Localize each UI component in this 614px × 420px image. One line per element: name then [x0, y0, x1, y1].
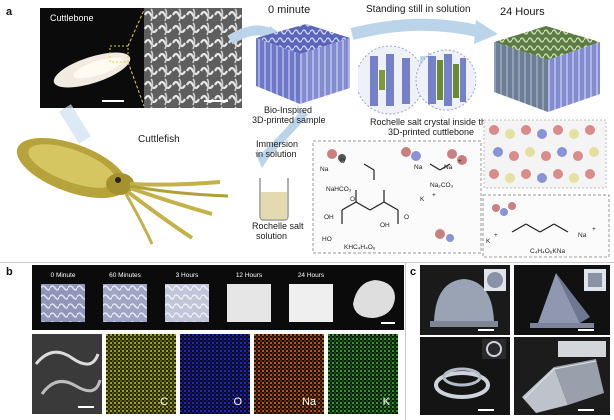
eds-c-texture [106, 334, 176, 414]
eds-map-k: K [328, 334, 398, 414]
time-start-label: 0 minute [268, 4, 311, 16]
reaction-box [312, 140, 482, 254]
chem-o-1: O [340, 158, 346, 165]
panel-a-letter: a [6, 6, 13, 18]
ct-shape [353, 280, 395, 324]
chem-na-2: Na [414, 164, 423, 171]
crystal-lattice [483, 119, 607, 189]
sem-pattern [144, 8, 242, 108]
chem-k-1: K [420, 196, 425, 203]
coil-structure-photo [420, 337, 510, 415]
time-60-minutes: 60 Minutes [97, 268, 153, 328]
immersion-label-2: in solution [256, 149, 297, 159]
pyramid-structure-photo [514, 265, 610, 335]
sample-0-texture [41, 284, 85, 322]
time-label-1: 60 Minutes [109, 272, 141, 279]
crystal-label-2: 3D-printed cuttlebone [388, 127, 475, 137]
chem-plus-1: + [458, 158, 462, 165]
time-label-4: 24 Hours [297, 272, 325, 279]
standing-still-label: Standing still in solution [366, 4, 471, 15]
chem-o-2: O [350, 196, 356, 203]
cuttlefish-label: Cuttlefish [138, 134, 180, 145]
separator-vertical [405, 262, 406, 420]
chem-ho-1: HO [322, 236, 332, 243]
crystal-filled-block [494, 26, 600, 112]
cuttlebone-shape [53, 45, 131, 102]
coil-shape [434, 339, 506, 411]
panel-b-letter: b [6, 266, 13, 278]
eds-map-o: O [180, 334, 250, 414]
time-end-label: 24 Hours [500, 6, 545, 18]
ct-reconstruction [345, 268, 401, 328]
sample-1-texture [103, 284, 147, 322]
time-3-hours: 3 Hours [159, 268, 215, 328]
chem-khc4h4o6: KHC₄H₄O₆ [344, 244, 376, 251]
chem-plus-4: + [592, 226, 596, 233]
time-label-3: 12 Hours [235, 272, 263, 279]
cuttlebone-sem-image [144, 8, 242, 108]
sheet-shape [522, 341, 606, 413]
immersion-label-1: Immersion [256, 139, 299, 149]
eds-o-texture [180, 334, 250, 414]
time-12-hours: 12 Hours [221, 268, 277, 328]
pyramid-shape [530, 269, 606, 331]
eds-label-o: O [233, 396, 242, 408]
solution-label-2: solution [256, 231, 288, 241]
chem-k-2: K [486, 238, 491, 245]
printed-sample-block [256, 24, 350, 104]
time-24-hours: 24 Hours [283, 268, 339, 328]
chem-na2co3: Na₂CO₃ [430, 182, 454, 189]
eds-map-na: Na [254, 334, 324, 414]
crystal-label-1: Rochelle salt crystal inside the [370, 117, 492, 127]
dome-shape [430, 269, 506, 331]
sample-4-texture [289, 284, 333, 322]
chem-oh-1: OH [324, 214, 334, 221]
sem-image-b [32, 334, 102, 414]
chem-plus-2: + [432, 192, 436, 199]
sample-label-2: 3D-printed sample [252, 115, 326, 125]
sample-label-1: Bio-Inspired [264, 105, 313, 115]
eds-label-na: Na [301, 396, 316, 408]
crystal-growth-zoom [358, 45, 476, 115]
chem-na-4: Na [578, 232, 587, 239]
eds-map-c: C [106, 334, 176, 414]
time-label-0: 0 Minute [50, 272, 76, 279]
chem-nahco3: NaHCO₃ [326, 186, 352, 193]
panel-c-letter: c [410, 266, 417, 278]
separator-horizontal [0, 262, 614, 263]
chem-na-1: Na [320, 166, 329, 173]
sample-3-texture [227, 284, 271, 322]
time-series-strip [32, 265, 404, 330]
chem-plus-3: + [494, 232, 498, 239]
solution-label-1: Rochelle salt [252, 221, 304, 231]
sem-b-texture [34, 350, 102, 408]
chem-oh-2: OH [380, 222, 390, 229]
chem-o-3: O [404, 214, 410, 221]
product-box [482, 194, 610, 258]
time-0-minute: 0 Minute [35, 268, 91, 328]
beaker-illustration [259, 178, 289, 221]
sample-2-texture [165, 284, 209, 322]
eds-na-texture [254, 334, 324, 414]
time-label-2: 3 Hours [175, 272, 199, 279]
folded-sheet-photo [514, 337, 610, 415]
dome-structure-photo [420, 265, 510, 335]
cuttlebone-photo: Cuttlebone [40, 8, 144, 108]
cuttlefish-illustration [16, 137, 229, 245]
eds-label-k: K [382, 396, 390, 408]
eds-label-c: C [160, 396, 168, 408]
cuttlebone-label: Cuttlebone [50, 13, 94, 23]
chem-product: C₄H₄O₆KNa [530, 248, 566, 255]
eds-k-texture [328, 334, 398, 414]
chem-na-3: Na [444, 164, 453, 171]
